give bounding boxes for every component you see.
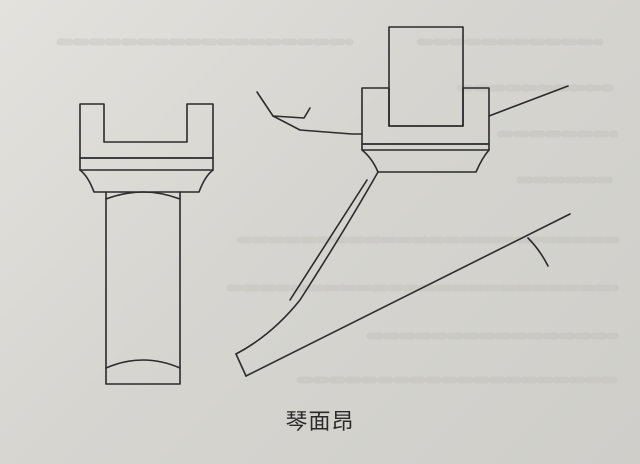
side-view <box>235 26 571 377</box>
front-upper-block <box>79 103 214 159</box>
front-column <box>105 191 181 385</box>
ang-lower-diagonal <box>245 213 571 377</box>
side-upper-beam <box>488 85 569 117</box>
ang-curve-outer <box>235 171 379 355</box>
side-top-block <box>388 26 464 127</box>
ang-tip <box>235 353 247 377</box>
front-view <box>79 103 214 385</box>
front-column-top-curve <box>105 191 181 200</box>
side-upper-block <box>361 87 490 145</box>
front-lower-block <box>79 157 214 193</box>
side-left-arm <box>256 91 311 119</box>
figure-caption: 琴面昂 <box>285 410 355 435</box>
ang-curve-inner <box>289 179 368 301</box>
angle-arc-mark <box>527 237 549 267</box>
side-left-arm-lower <box>272 115 363 135</box>
side-lower-block <box>361 143 490 173</box>
front-column-bottom-curve <box>105 359 181 369</box>
